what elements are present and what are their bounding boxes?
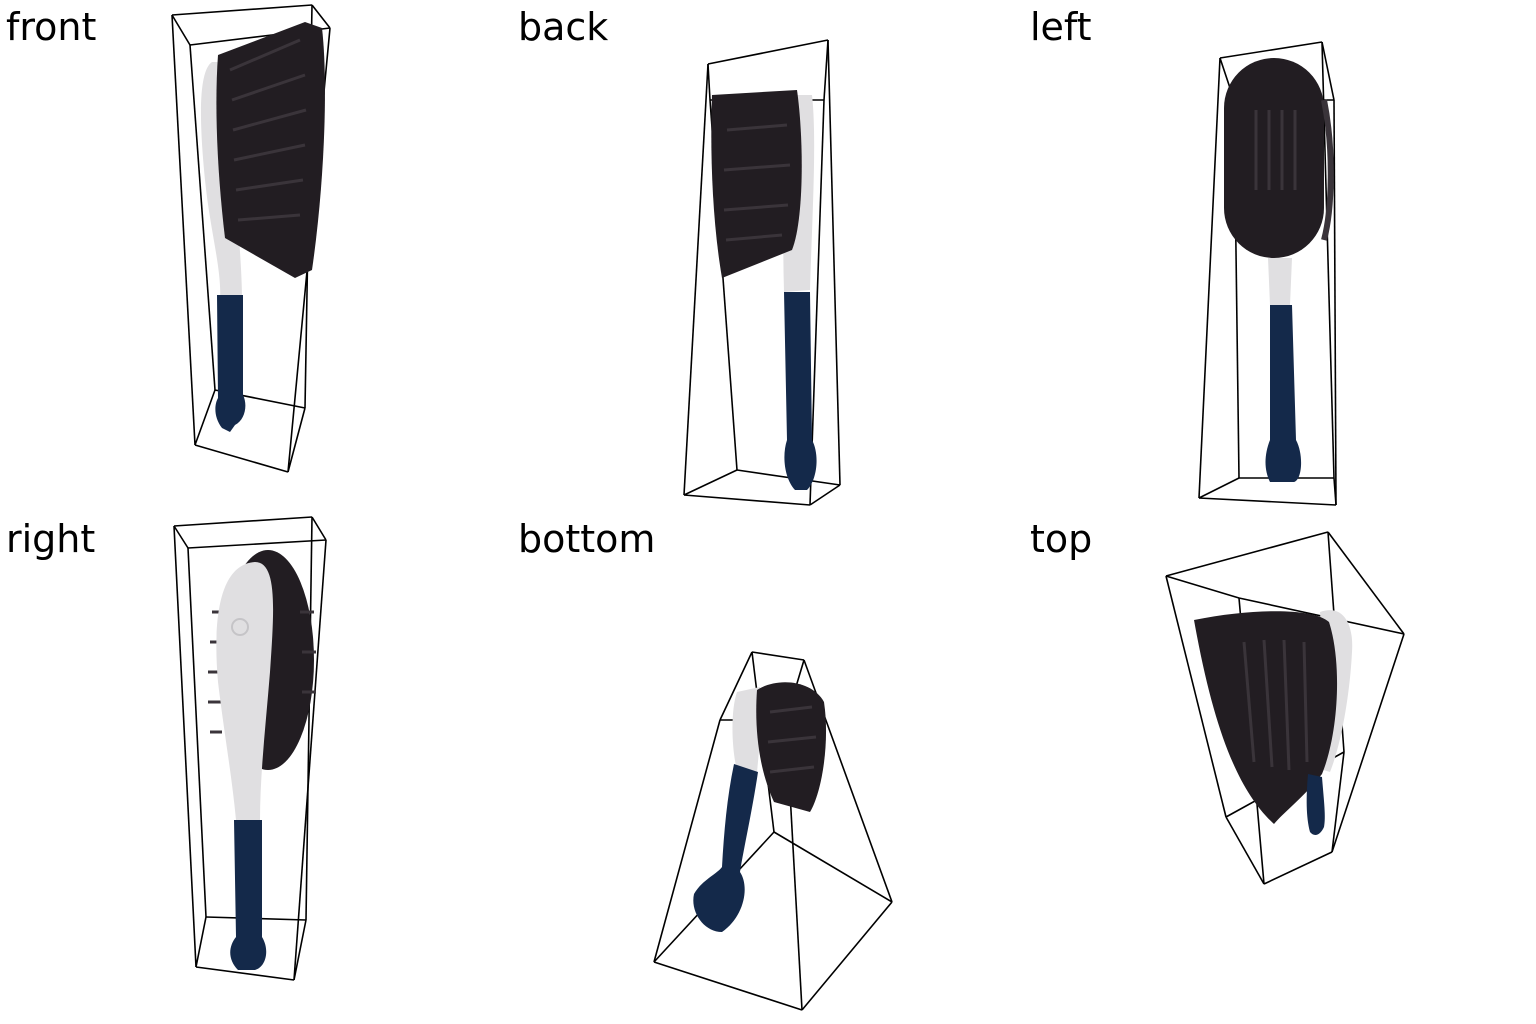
- bristle-head: [711, 90, 802, 278]
- bristle-head: [216, 22, 325, 278]
- grip: [1265, 305, 1302, 482]
- brush-render-left: [1198, 41, 1337, 506]
- bristle-texture: [208, 610, 316, 734]
- handle-shape: [216, 562, 274, 820]
- grip: [1306, 774, 1325, 835]
- bristle-head: [1194, 611, 1338, 824]
- handle-shape: [732, 687, 761, 772]
- view-bottom: bottom: [512, 512, 1024, 1024]
- view-front: front: [0, 0, 512, 512]
- bristle-head: [1224, 58, 1324, 258]
- handle-emblem: [231, 618, 249, 636]
- brush-render-right: [173, 516, 327, 981]
- brush-render-back: [683, 39, 841, 506]
- bounding-box: [173, 516, 327, 981]
- view-label-left: left: [1030, 5, 1092, 49]
- bristle-texture: [723, 123, 791, 242]
- grip: [230, 820, 267, 970]
- bristle-texture: [1254, 110, 1297, 190]
- view-left: left: [1024, 0, 1536, 512]
- bristle-texture: [1242, 639, 1309, 771]
- brush-render-bottom: [653, 651, 893, 1011]
- view-label-bottom: bottom: [518, 517, 656, 561]
- handle-shape: [1268, 258, 1292, 305]
- view-back: back: [512, 0, 1024, 512]
- view-top: top: [1024, 512, 1536, 1024]
- bristle-texture: [767, 705, 817, 774]
- bristle-edge: [1321, 99, 1334, 241]
- view-label-right: right: [6, 517, 96, 561]
- grip: [215, 295, 246, 432]
- brush-render-front: [171, 4, 331, 473]
- view-label-front: front: [6, 5, 97, 49]
- view-right: right: [0, 512, 512, 1024]
- bristle-head: [756, 682, 827, 812]
- grip: [693, 764, 758, 932]
- grip: [784, 292, 817, 490]
- view-label-back: back: [518, 5, 609, 49]
- bristle-texture: [229, 38, 307, 222]
- brush-render-top: [1165, 531, 1405, 885]
- view-label-top: top: [1030, 517, 1093, 561]
